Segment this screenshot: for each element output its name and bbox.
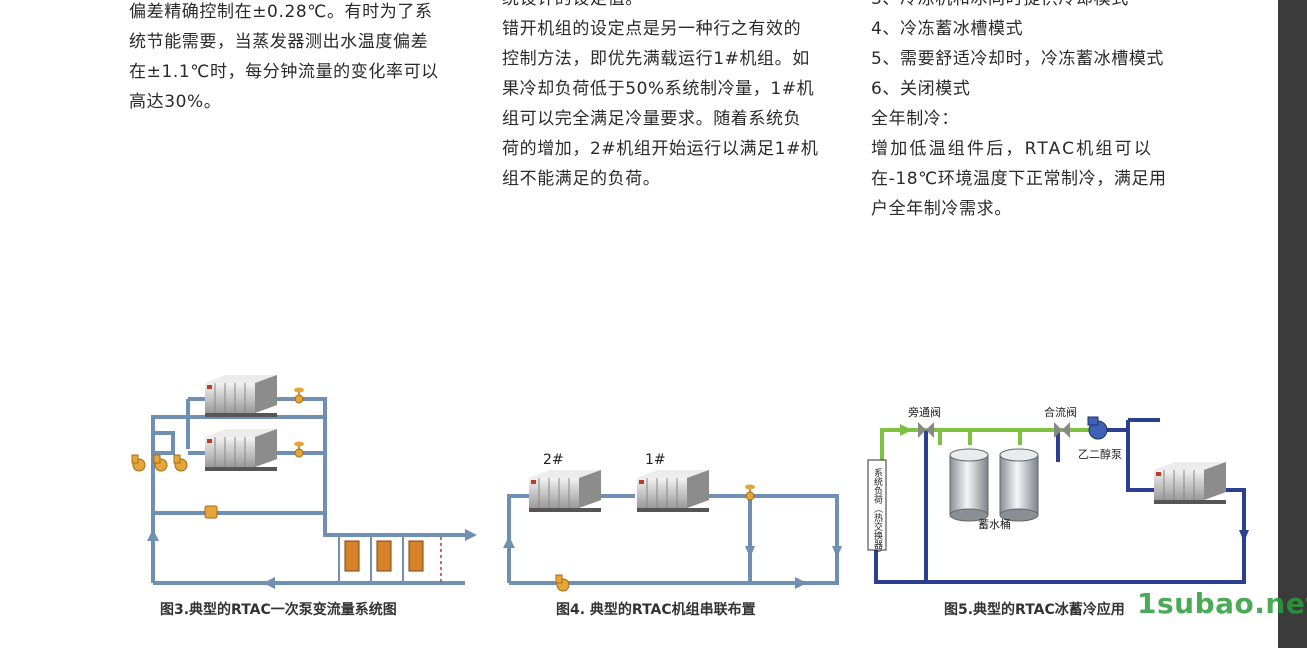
valve-icon — [293, 386, 305, 404]
unit2-label: 2# — [543, 452, 564, 468]
col3-line: 全年制冷： — [871, 109, 959, 129]
tank-label: 蓄水桶 — [978, 517, 1011, 531]
figure5-diagram: 系统负荷（热交换器） 蓄水桶 旁通阀 合流阀 乙二醇泵 — [867, 405, 1249, 584]
chiller-unit-icon — [528, 469, 602, 513]
chiller-unit-icon — [1153, 461, 1227, 505]
col3-line: 3、冷冻机和冰同时提供冷却模式 — [871, 0, 1251, 14]
col1-line: 高达30%。 — [129, 92, 222, 112]
col3-line: 在-18℃环境温度下正常制冷，满足用 — [871, 169, 1167, 189]
col2-line: 控制方法，即优先满载运行1#机组。如 — [502, 49, 810, 69]
figure4-caption: 图4. 典型的RTAC机组串联布置 — [556, 602, 756, 618]
ice-tank-icon — [949, 448, 1039, 522]
col1-line: 统节能需要，当蒸发器测出水温度偏差 — [129, 32, 429, 52]
site-watermark: 1subao.net — [1137, 587, 1307, 620]
bypass-valve-label: 旁通阀 — [908, 405, 941, 419]
figure3-caption: 图3.典型的RTAC一次泵变流量系统图 — [160, 602, 397, 618]
text-column-3: 3、冷冻机和冰同时提供冷却模式 4、冷冻蓄冰槽模式 5、需要舒适冷却时，冷冻蓄冰… — [871, 0, 1251, 224]
chiller-unit-icon — [204, 428, 278, 472]
bypass-valve-icon — [918, 422, 934, 438]
figure3-diagram — [131, 374, 477, 589]
terminal-coils — [338, 535, 442, 583]
col3-line: 5、需要舒适冷却时，冷冻蓄冰槽模式 — [871, 49, 1165, 69]
pump-icon — [153, 454, 168, 472]
col3-line: 4、冷冻蓄冰槽模式 — [871, 19, 1024, 39]
col2-line: 组可以完全满足冷量要求。随着系统负 — [502, 109, 802, 129]
col3-line: 增加低温组件后，RTAC机组可以 — [871, 139, 1154, 159]
chiller-unit-icon — [636, 469, 710, 513]
figure5-caption: 图5.典型的RTAC冰蓄冷应用 — [944, 602, 1125, 618]
col2-line: 错开机组的设定点是另一种行之有效的 — [502, 19, 802, 39]
figure4-diagram: 2# 1# — [503, 452, 842, 592]
valve-icon — [744, 483, 756, 501]
mixing-valve-icon — [1054, 422, 1070, 438]
col3-line: 户全年制冷需求。 — [871, 199, 1012, 219]
mixing-valve-label: 合流阀 — [1044, 405, 1077, 419]
col2-line: 荷的增加，2#机组开始运行以满足1#机 — [502, 139, 819, 159]
chiller-unit-icon — [204, 374, 278, 418]
text-column-2: 统设计的设定值。 错开机组的设定点是另一种行之有效的 控制方法，即优先满载运行1… — [502, 0, 852, 194]
glycol-pump-icon — [1087, 416, 1108, 440]
pump-icon — [173, 454, 188, 472]
col1-line: 在±1.1℃时，每分钟流量的变化率可以 — [129, 62, 439, 82]
glycol-pump-label: 乙二醇泵 — [1078, 447, 1122, 461]
text-column-1: 偏差精确控制在±0.28℃。有时为了系 统节能需要，当蒸发器测出水温度偏差 在±… — [129, 0, 479, 117]
col3-line: 6、关闭模式 — [871, 79, 971, 99]
pump-icon — [555, 574, 570, 592]
col2-line: 统设计的设定值。 — [502, 0, 852, 14]
unit1-label: 1# — [645, 452, 666, 468]
right-edge-bar — [1278, 0, 1307, 648]
col2-line: 果冷却负荷低于50%系统制冷量，1#机 — [502, 79, 815, 99]
valve-icon — [293, 440, 305, 458]
col1-line: 偏差精确控制在±0.28℃。有时为了系 — [129, 2, 433, 22]
pump-icon — [131, 454, 146, 472]
load-label: 系统负荷（热交换器） — [872, 468, 883, 558]
col2-line: 组不能满足的负荷。 — [502, 169, 661, 189]
bypass-valve-icon — [204, 505, 218, 519]
